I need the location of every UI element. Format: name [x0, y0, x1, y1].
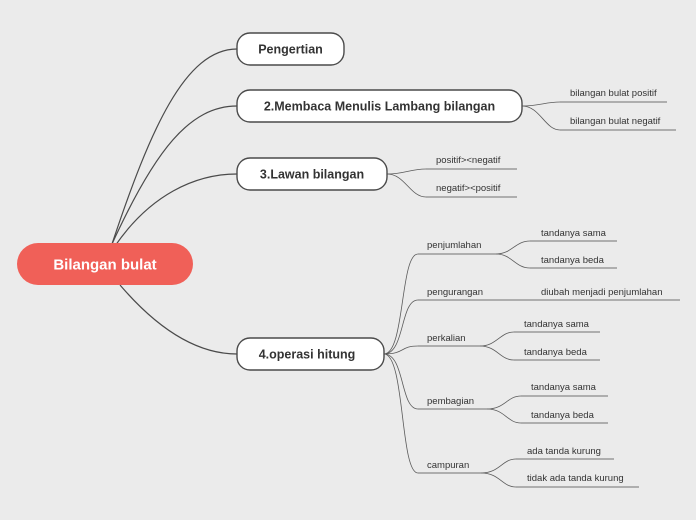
label-ada-tanda-kurung: ada tanda kurung [527, 446, 601, 457]
connector-perkalian-sama [479, 331, 515, 347]
topic-pengertian[interactable]: Pengertian [236, 32, 345, 66]
topic-operasi[interactable]: 4.operasi hitung [236, 337, 385, 371]
label-campuran: campuran [427, 460, 469, 471]
label-tidak-ada-tanda-kurung: tidak ada tanda kurung [527, 473, 624, 484]
topic-membaca[interactable]: 2.Membaca Menulis Lambang bilangan [236, 89, 523, 123]
label-negatif-positif: negatif><positif [436, 183, 501, 194]
operasi-branches: penjumlahan pengurangan perkalian pembag… [383, 240, 500, 474]
topic-lawan-box[interactable] [236, 157, 388, 191]
label-penjumlahan: penjumlahan [427, 240, 481, 251]
label-bilangan-bulat-positif: bilangan bulat positif [570, 88, 657, 99]
pengurangan-branches: diubah menjadi penjumlahan [500, 287, 680, 301]
connector-penjumlahan-sama [495, 240, 531, 255]
topic-operasi-box[interactable] [236, 337, 385, 371]
connector-perkalian-beda [479, 345, 515, 361]
label-pembagian: pembagian [427, 396, 474, 407]
root-topic-box[interactable] [17, 243, 193, 285]
connector-pos-neg [386, 168, 427, 175]
label-penjumlahan-tandanya-sama: tandanya sama [541, 228, 607, 239]
connector-ada-kurung [480, 458, 517, 474]
root-topic[interactable]: Bilangan bulat [17, 243, 193, 285]
label-perkalian-tandanya-beda: tandanya beda [524, 347, 588, 358]
connector-root-lawan [114, 173, 238, 247]
topic-pengertian-label: Pengertian [258, 43, 323, 57]
connector-tidak-ada-kurung [480, 472, 517, 488]
penjumlahan-branches: tandanya sama tandanya beda [495, 228, 617, 269]
topic-lawan-label: 3.Lawan bilangan [260, 168, 364, 182]
connector-neg-pos [386, 173, 427, 198]
topic-pengertian-box[interactable] [236, 32, 345, 66]
connector-campuran [383, 353, 419, 474]
connector-pembagian-beda [486, 408, 522, 424]
label-pembagian-tandanya-sama: tandanya sama [531, 382, 597, 393]
perkalian-branches: tandanya sama tandanya beda [479, 319, 600, 361]
connector-negatif [521, 105, 561, 131]
topic-membaca-box[interactable] [236, 89, 523, 123]
pembagian-branches: tandanya sama tandanya beda [486, 382, 608, 424]
label-bilangan-bulat-negatif: bilangan bulat negatif [570, 116, 661, 127]
label-pengurangan: pengurangan [427, 287, 483, 298]
connector-pembagian [383, 353, 419, 410]
label-perkalian: perkalian [427, 333, 466, 344]
connector-penjumlahan-beda [495, 253, 531, 269]
connector-pengurangan [383, 299, 419, 355]
root-topic-label: Bilangan bulat [53, 257, 156, 274]
label-penjumlahan-tandanya-beda: tandanya beda [541, 255, 605, 266]
connector-pembagian-sama [486, 395, 522, 410]
label-positif-negatif: positif><negatif [436, 155, 501, 166]
root-connectors [111, 48, 238, 355]
topic-membaca-label: 2.Membaca Menulis Lambang bilangan [264, 100, 495, 114]
connector-penjumlahan [383, 253, 419, 355]
lawan-branches: positif><negatif negatif><positif [386, 155, 517, 198]
connector-root-membaca [111, 105, 238, 245]
topic-lawan[interactable]: 3.Lawan bilangan [236, 157, 388, 191]
membaca-branches: bilangan bulat positif bilangan bulat ne… [521, 88, 676, 131]
label-diubah-menjadi-penjumlahan: diubah menjadi penjumlahan [541, 287, 662, 298]
connector-perkalian [383, 345, 419, 355]
label-pembagian-tandanya-beda: tandanya beda [531, 410, 595, 421]
connector-root-pengertian [111, 48, 238, 245]
connector-root-operasi [119, 284, 238, 355]
connector-positif [521, 101, 561, 107]
topic-operasi-label: 4.operasi hitung [259, 348, 356, 362]
label-perkalian-tandanya-sama: tandanya sama [524, 319, 590, 330]
campuran-branches: ada tanda kurung tidak ada tanda kurung [480, 446, 639, 488]
